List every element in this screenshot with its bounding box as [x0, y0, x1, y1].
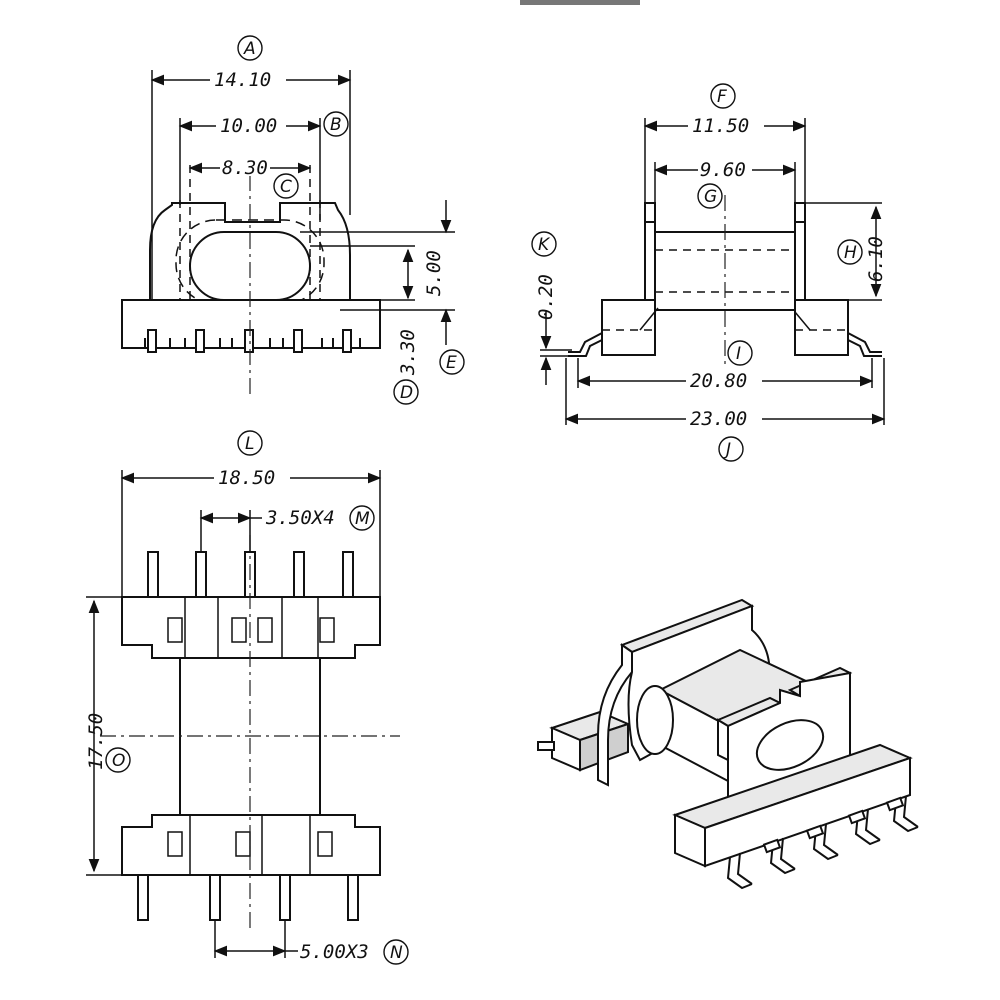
dimension-b: 10.00 B — [178, 111, 349, 220]
dim-c-value: 8.30 — [222, 157, 268, 179]
dimension-f: 11.50 F — [643, 83, 807, 203]
dimension-l: 18.50 L — [120, 430, 382, 597]
dimension-m: 3.50X4 M — [199, 505, 375, 552]
dim-i-value: 20.80 — [690, 370, 747, 392]
callout-l: L — [245, 434, 254, 454]
callout-m: M — [355, 509, 370, 529]
dimension-d: 3.30 D — [310, 245, 419, 405]
header-bar — [520, 0, 640, 5]
dim-a-value: 14.10 — [214, 69, 271, 91]
callout-h: H — [844, 243, 857, 263]
dimension-c: 8.30 C — [188, 156, 312, 199]
dimension-a: 14.10 A — [150, 35, 352, 300]
dim-n-value: 5.00X3 — [300, 941, 369, 963]
callout-e: E — [446, 353, 457, 373]
dimension-e: 5.00 E — [300, 200, 465, 375]
dimension-n: 5.00X3 N — [213, 920, 409, 965]
dim-l-value: 18.50 — [218, 467, 275, 489]
callout-f: F — [717, 87, 727, 107]
dimension-o: 17.50 O — [85, 596, 131, 876]
isometric-view — [537, 598, 919, 890]
callout-g: G — [704, 187, 717, 207]
callout-o: O — [112, 751, 125, 771]
callout-j: J — [723, 440, 731, 460]
callout-c: C — [280, 177, 292, 197]
callout-a: A — [243, 39, 256, 59]
dim-k-value: 0.20 — [535, 274, 557, 320]
side-view — [568, 195, 882, 375]
dimension-k: 0.20 K — [531, 231, 572, 385]
callout-k: K — [538, 235, 551, 255]
dimension-g: 9.60 G — [653, 158, 797, 232]
dim-h-value: 6.10 — [865, 236, 887, 282]
callout-n: N — [390, 943, 403, 963]
dim-f-value: 11.50 — [692, 115, 749, 137]
callout-i: I — [736, 344, 741, 364]
dim-e-value: 5.00 — [423, 250, 445, 296]
dim-g-value: 9.60 — [700, 159, 746, 181]
top-view — [100, 535, 400, 930]
dim-j-value: 23.00 — [690, 408, 747, 430]
dim-o-value: 17.50 — [85, 713, 107, 770]
dim-m-value: 3.50X4 — [265, 507, 335, 529]
callout-d: D — [400, 383, 413, 403]
dimension-i: 20.80 I — [576, 340, 874, 392]
dim-b-value: 10.00 — [220, 115, 277, 137]
callout-b: B — [330, 115, 342, 135]
dimension-j: 23.00 J — [564, 358, 886, 462]
dim-d-value: 3.30 — [397, 329, 419, 376]
dimension-h: 6.10 H — [805, 202, 887, 301]
front-view — [121, 165, 381, 395]
